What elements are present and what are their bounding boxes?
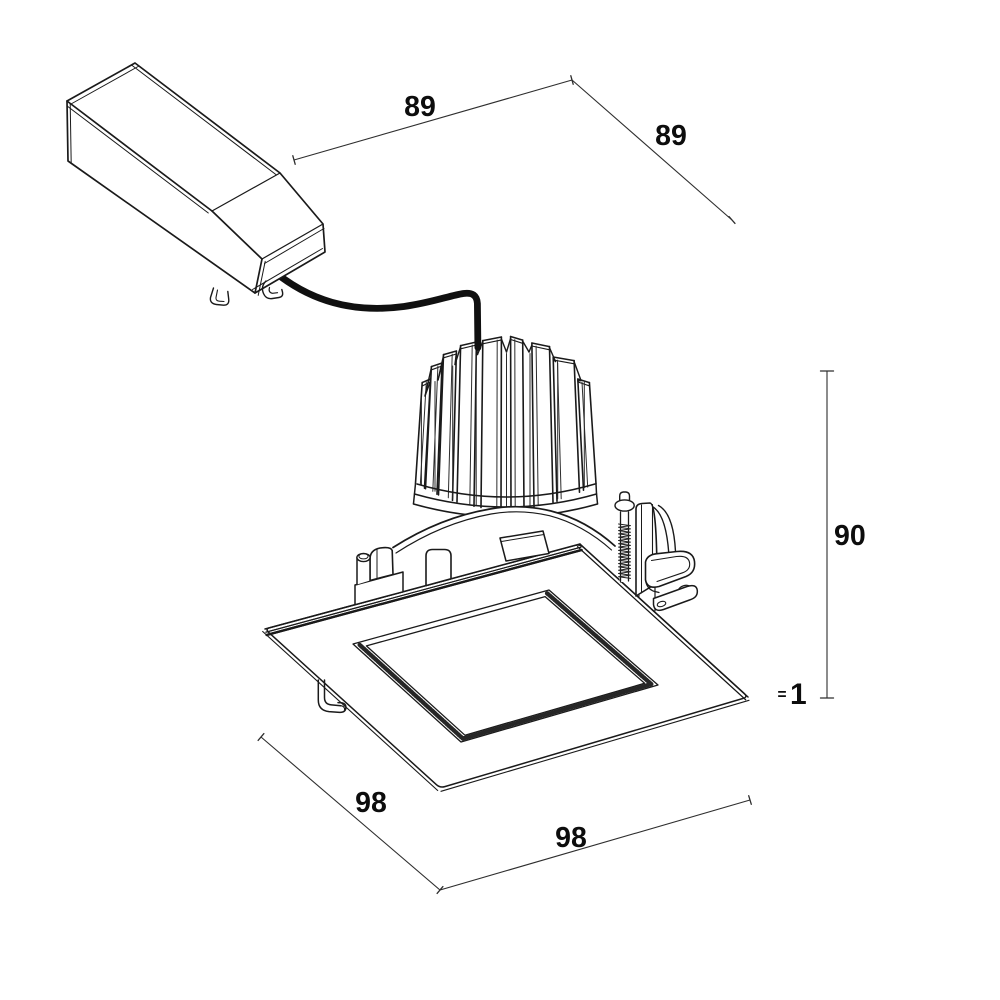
collar-boss [499,530,550,562]
spring-clip-foot [652,584,699,612]
trim-opening-outer [352,589,659,743]
dim-label-top-width: 89 [404,91,436,123]
dimension-top-depth: 89 [571,79,736,225]
driver-cable [266,264,482,351]
dim-label-plate-depth: 98 [555,822,587,854]
dimension-height: 90 [819,370,866,699]
dim-label-height: 90 [834,520,866,552]
driver-mount-tab [209,287,230,306]
trim-opening-inner [365,595,646,736]
left-spring-clip [317,679,347,714]
driver-box-group [66,62,326,306]
dimension-plate-depth: 98 [439,795,752,891]
screw-spring [618,523,631,579]
collar-front-tab [425,548,452,587]
dim-label-top-depth: 89 [655,120,687,152]
dimension-top-width: 89 [292,75,574,165]
trim-opening-bevel [357,591,654,741]
dim-label-plate-width: 98 [355,787,387,819]
cable-strain-relief [261,280,284,300]
power-cable [266,264,482,351]
dimension-plate-width: 98 [257,732,444,895]
heatsink-module [412,335,599,518]
spring-clip-handle [644,550,696,589]
mounting-collar [264,505,749,701]
foot-hole [656,600,667,608]
collar-left-tower [369,546,394,582]
dimension-thickness: =1 [778,678,807,711]
screw-and-clip [614,491,699,612]
dimension-lines: 89 89 90 =1 98 98 [257,75,866,895]
driver-box [66,62,326,294]
collar-rim [392,505,616,549]
dim-thickness-prefix: = [778,687,787,704]
dim-label-thickness: 1 [790,678,807,711]
trim-plate [262,544,750,792]
